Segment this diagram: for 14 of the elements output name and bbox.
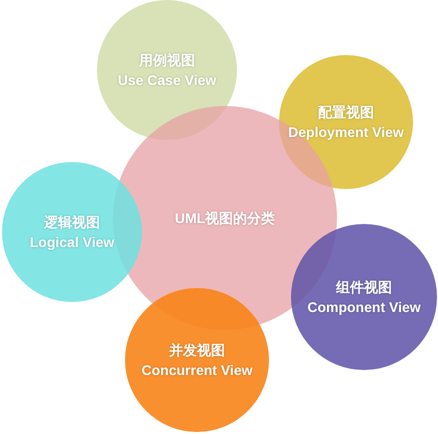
view-title: 组件视图 [336, 278, 392, 297]
view-circle [2, 162, 142, 302]
view-title: UML视图的分类 [174, 209, 276, 228]
view-title: 配置视图 [318, 103, 374, 122]
view-subtitle: Logical View [30, 233, 114, 252]
view-subtitle: Deployment View [288, 123, 404, 142]
view-subtitle: Concurrent View [142, 361, 252, 380]
view-circle [291, 224, 437, 370]
view-title: 用例视图 [139, 51, 195, 70]
view-subtitle: Use Case View [118, 71, 216, 90]
view-title: 并发视图 [169, 341, 225, 360]
view-circle [125, 288, 269, 432]
view-title: 逻辑视图 [44, 213, 100, 232]
view-subtitle: Component View [307, 298, 421, 317]
